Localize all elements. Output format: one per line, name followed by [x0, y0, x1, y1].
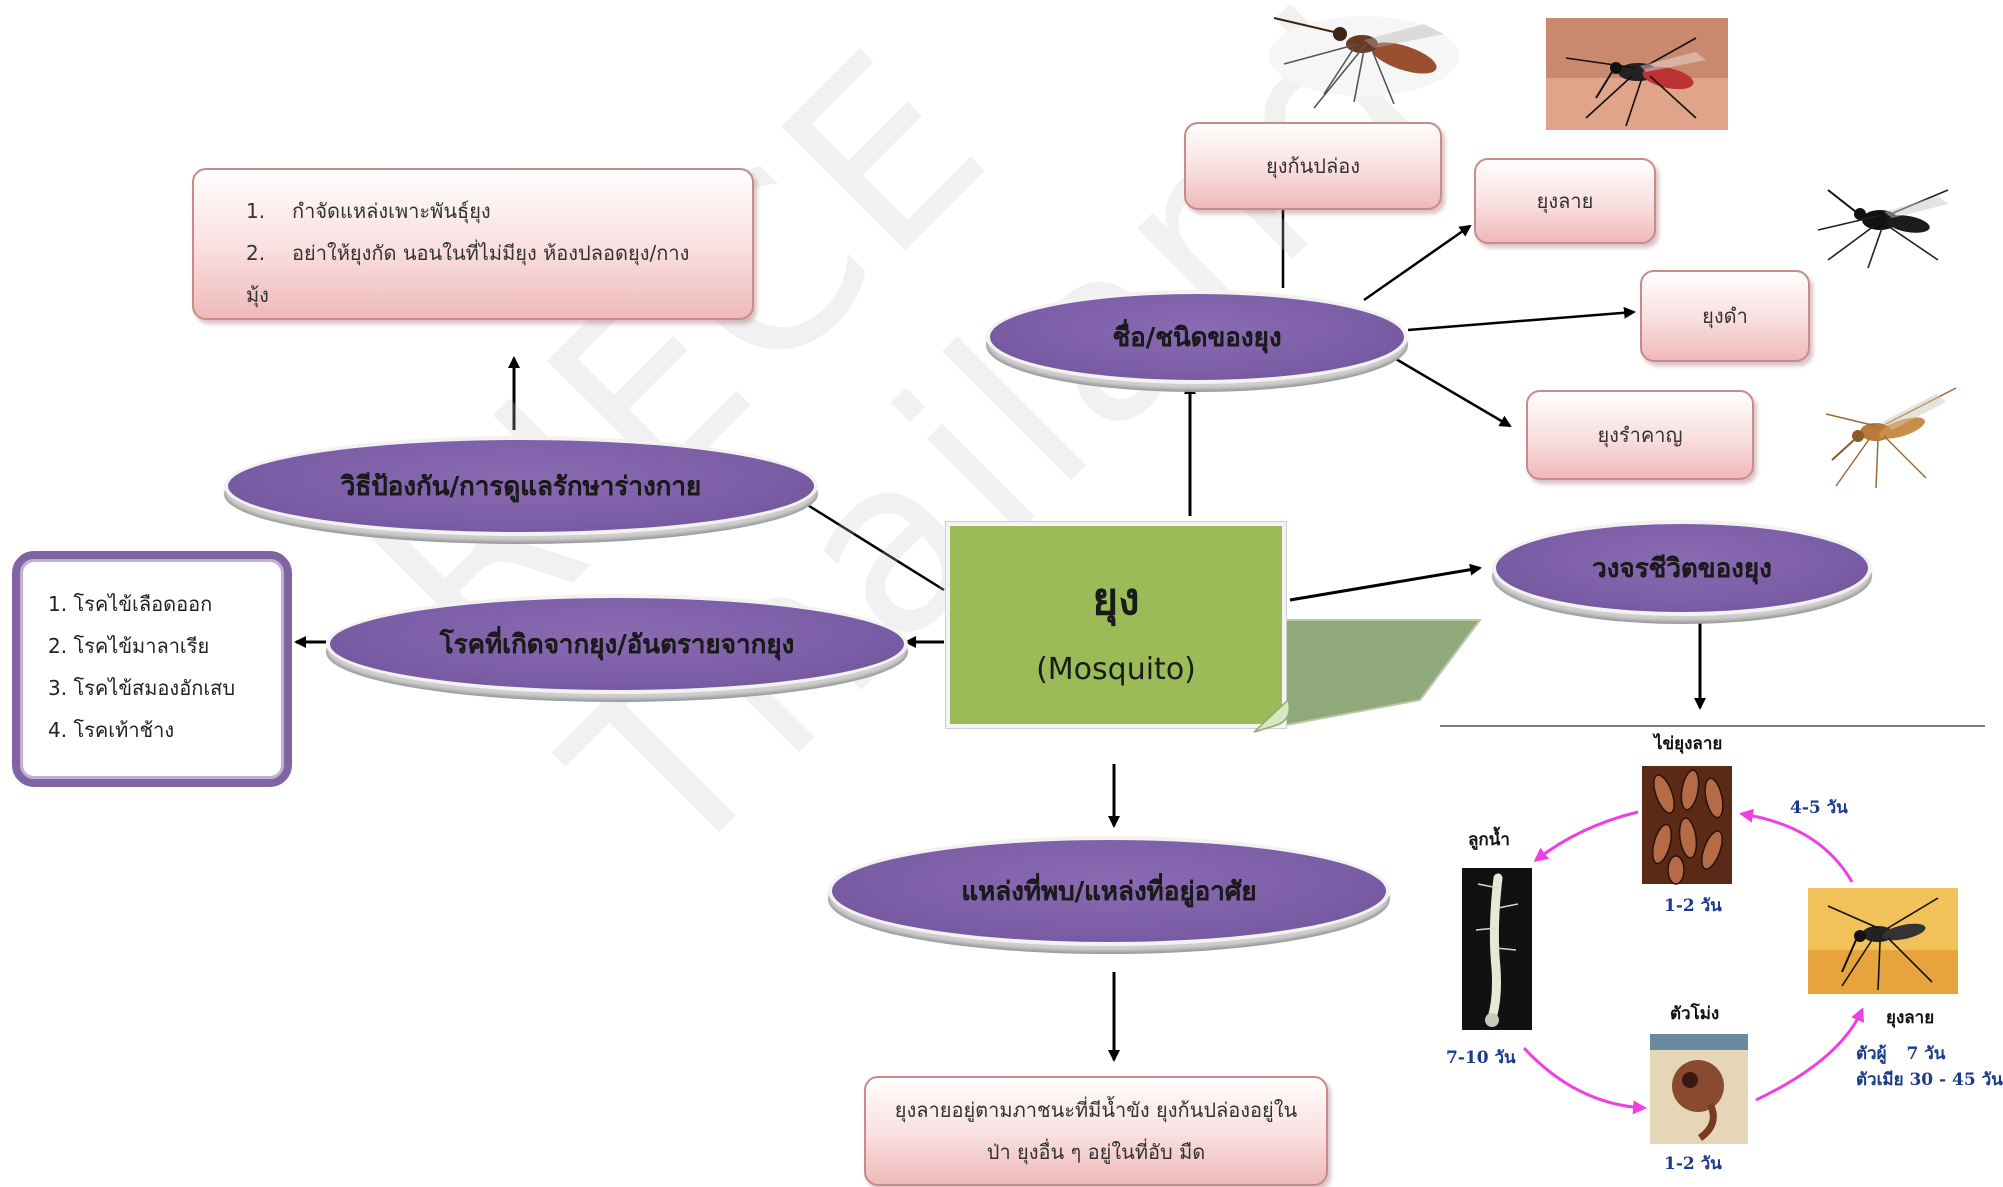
node-diseases[interactable]: โรคที่เกิดจากยุง/อันตรายจากยุง — [326, 594, 908, 694]
culex-mosquito-image — [1825, 387, 1957, 489]
adult-aedes-image — [1808, 888, 1958, 994]
node-lifecycle[interactable]: วงจรชีวิตของยุง — [1492, 520, 1872, 616]
node-diseases-label: โรคที่เกิดจากยุง/อันตรายจากยุง — [439, 629, 795, 660]
male-days: 7 วัน — [1906, 1044, 1946, 1064]
female-label: ตัวเมีย 30 - 45 วัน — [1856, 1070, 2003, 1090]
arrow-types-black — [1407, 306, 1636, 332]
type-anopheles: ยุงก้นปล่อง — [1184, 122, 1442, 210]
male-label: ตัวผู้ 7 วัน — [1856, 1040, 1945, 1067]
note-curl — [1253, 698, 1291, 733]
male-label-text: ตัวผู้ — [1856, 1044, 1887, 1064]
node-prevention-label: วิธีป้องกัน/การดูแลรักษาร่างกาย — [340, 471, 702, 502]
egg-days: 1-2 วัน — [1664, 896, 1722, 916]
pupa-days: 1-2 วัน — [1664, 1154, 1722, 1174]
habitat-line-2: ป่า ยุงอื่น ๆ อยู่ในที่อับ มืด — [986, 1140, 1206, 1164]
center-subtitle: (Mosquito) — [1036, 651, 1196, 687]
egg-caption: ไข่ยุงลาย — [1654, 734, 1723, 754]
node-habitat[interactable]: แหล่งที่พบ/แหล่งที่อยู่อาศัย — [828, 836, 1390, 946]
type-black: ยุงดำ — [1640, 270, 1810, 362]
adult-caption: ยุงลาย — [1886, 1008, 1935, 1028]
habitat-box: ยุงลายอยู่ตามภาชนะที่มีน้ำขัง ยุงก้นปล่อ… — [864, 1076, 1328, 1186]
node-prevention[interactable]: วิธีป้องกัน/การดูแลรักษาร่างกาย — [224, 436, 818, 536]
arrow-types-aedes — [1363, 224, 1472, 302]
type-aedes: ยุงลาย — [1474, 158, 1656, 244]
type-culex: ยุงรำคาญ — [1526, 390, 1754, 480]
node-types-label: ชื่อ/ชนิดของยุง — [1112, 322, 1282, 353]
center-topic: ยุง (Mosquito) — [946, 522, 1286, 728]
cycle-arrow-pupa-adult — [1755, 1007, 1864, 1102]
larva-days: 7-10 วัน — [1446, 1048, 1516, 1068]
pupa-caption: ตัวโม่ง — [1670, 1004, 1720, 1024]
type-culex-label: ยุงรำคาญ — [1597, 423, 1683, 447]
type-anopheles-label: ยุงก้นปล่อง — [1266, 154, 1360, 178]
prevention-list: 1.กำจัดแหล่งเพาะพันธุ์ยุง 2.อย่าให้ยุงกั… — [246, 190, 700, 316]
prevention-list-box: 1.กำจัดแหล่งเพาะพันธุ์ยุง 2.อย่าให้ยุงกั… — [192, 168, 754, 320]
arrow-center-lifecycle — [1289, 563, 1482, 602]
anopheles-mosquito-image — [1269, 16, 1459, 109]
cycle-arrow-adult-egg — [1739, 808, 1854, 883]
habitat-line-1: ยุงลายอยู่ตามภาชนะที่มีน้ำขัง ยุงก้นปล่อ… — [894, 1098, 1298, 1122]
type-black-label: ยุงดำ — [1702, 304, 1748, 328]
cycle-arrow-egg-larva — [1533, 810, 1639, 862]
node-habitat-label: แหล่งที่พบ/แหล่งที่อยู่อาศัย — [961, 876, 1257, 907]
center-title: ยุง — [1092, 573, 1140, 625]
disease-list-box: 1. โรคไข้เลือดออก 2. โรคไข้มาลาเรีย 3. โ… — [12, 551, 292, 787]
cycle-arrow-larva-pupa — [1522, 1046, 1647, 1115]
disease-item: 2. โรคไข้มาลาเรีย — [48, 634, 210, 658]
arrow-types-culex — [1383, 350, 1512, 428]
larva-caption: ลูกน้ำ — [1468, 830, 1510, 850]
aedes-bite-image — [1546, 18, 1728, 130]
black-mosquito-image — [1817, 189, 1949, 269]
adult-to-egg-days: 4-5 วัน — [1790, 798, 1848, 818]
prevention-item: 2.อย่าให้ยุงกัด นอนในที่ไม่มียุง ห้องปลอ… — [246, 241, 690, 307]
disease-item: 4. โรคเท้าช้าง — [48, 718, 175, 742]
type-aedes-label: ยุงลาย — [1536, 189, 1594, 213]
disease-item: 3. โรคไข้สมองอักเสบ — [48, 676, 236, 700]
disease-list: 1. โรคไข้เลือดออก 2. โรคไข้มาลาเรีย 3. โ… — [48, 583, 256, 751]
prevention-item: 1.กำจัดแหล่งเพาะพันธุ์ยุง — [246, 199, 491, 223]
node-lifecycle-label: วงจรชีวิตของยุง — [1592, 553, 1772, 584]
larva-image — [1462, 868, 1532, 1030]
line-center-prevention — [805, 502, 945, 592]
note-shadow — [1269, 619, 1482, 730]
pupa-image — [1650, 1034, 1748, 1144]
node-types[interactable]: ชื่อ/ชนิดของยุง — [986, 290, 1408, 384]
egg-image — [1642, 766, 1732, 885]
disease-item: 1. โรคไข้เลือดออก — [48, 592, 213, 616]
